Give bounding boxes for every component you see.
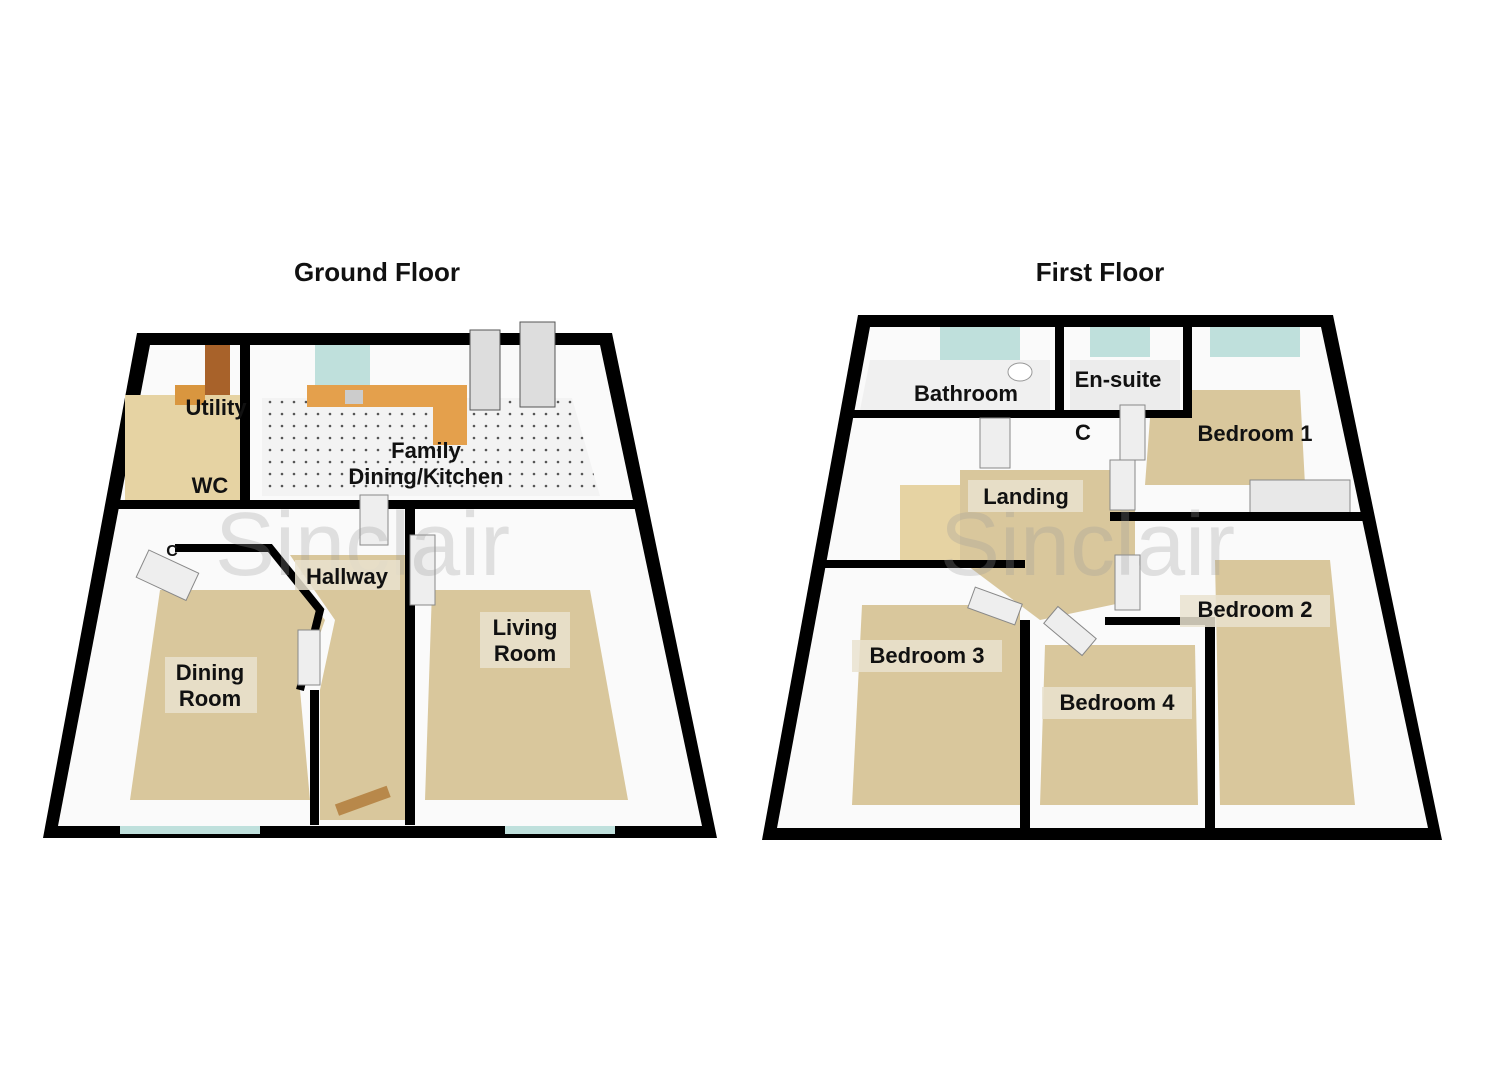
bedroom3-floor (852, 605, 1020, 805)
living-door[interactable] (409, 534, 436, 606)
ensuite-door[interactable] (1119, 404, 1146, 461)
ground-floor-title: Ground Floor (294, 257, 460, 287)
back-door[interactable] (205, 345, 230, 395)
bed4-bed2-wall (1205, 617, 1215, 835)
kitchen-island (433, 385, 467, 445)
bedroom4-floor (1040, 645, 1198, 805)
ensuite-bed1-wall (1183, 318, 1192, 418)
bed3-bed4-wall (1020, 620, 1030, 835)
bed1-bed2-wall (1110, 512, 1365, 521)
room-label-kitchen-line2: Dining/Kitchen (348, 464, 503, 489)
kitchen-door[interactable] (359, 494, 389, 546)
room-label-landing: Landing (983, 484, 1069, 509)
bath-landing-wall (850, 410, 1185, 418)
bathroom-floor (860, 360, 1050, 410)
dining-window (120, 826, 260, 834)
dining-hall-wall (310, 690, 319, 825)
first-floor-title: First Floor (1036, 257, 1165, 287)
ensuite-window (1090, 327, 1150, 357)
room-label-bedroom2: Bedroom 2 (1198, 597, 1313, 622)
room-label-ensuite: En-suite (1075, 367, 1162, 392)
dining-label-bg (165, 657, 257, 713)
dining-door[interactable] (297, 629, 321, 686)
patio-door-left[interactable] (469, 329, 501, 411)
landing-bed3-wall (825, 560, 1025, 568)
cupboard-door[interactable] (135, 549, 200, 602)
room-label-kitchen-line1: Family (391, 438, 461, 463)
front-door[interactable] (334, 785, 391, 816)
bedroom1-window (1210, 327, 1300, 357)
room-label-cupboard: C (166, 543, 178, 560)
room-label-dining-line2: Room (179, 686, 241, 711)
hallway-floor (290, 555, 405, 820)
bedroom3-door[interactable] (967, 586, 1023, 626)
room-label-living-line2: Room (494, 641, 556, 666)
bedroom1-door[interactable] (1109, 459, 1136, 511)
bedroom4-door[interactable] (1043, 605, 1097, 657)
bedroom4-label-bg (1042, 687, 1192, 719)
bedroom2-label-bg (1180, 595, 1330, 627)
ensuite-floor (1070, 360, 1180, 410)
utility-worktop (175, 385, 205, 405)
bed4-top-wall (1105, 617, 1210, 625)
room-label-cupboard-first: C (1075, 420, 1091, 445)
living-window (505, 826, 615, 834)
kitchen-floor (262, 398, 600, 496)
room-label-bedroom3: Bedroom 3 (870, 643, 985, 668)
hall-living-wall (405, 505, 415, 825)
room-label-bathroom: Bathroom (914, 381, 1018, 406)
room-label-bedroom4: Bedroom 4 (1060, 690, 1176, 715)
first-stairs (900, 485, 960, 560)
room-label-bedroom1: Bedroom 1 (1198, 421, 1313, 446)
room-label-hallway: Hallway (306, 564, 389, 589)
kitchen-window (315, 345, 370, 385)
hallway-label-bg (295, 560, 400, 590)
living-room-floor (425, 590, 628, 800)
bathroom-door[interactable] (979, 417, 1011, 469)
room-label-utility: Utility (185, 395, 247, 420)
stairs (125, 395, 240, 500)
wardrobe[interactable] (1249, 479, 1351, 516)
room-label-dining-line1: Dining (176, 660, 244, 685)
landing-label-bg (968, 480, 1083, 512)
first-floor-plan: First Floor Sinc (762, 257, 1442, 840)
ground-floor-plan: Ground Floor (43, 257, 717, 838)
bedroom3-label-bg (852, 640, 1002, 672)
room-label-wc: WC (192, 473, 229, 498)
utility-kitchen-wall (240, 345, 250, 500)
patio-door-right[interactable] (519, 321, 556, 408)
bedroom2-door[interactable] (1114, 554, 1141, 611)
living-label-bg (480, 612, 570, 668)
bath-ensuite-wall (1055, 318, 1064, 418)
bedroom1-floor (1145, 390, 1305, 485)
basin (1007, 362, 1033, 382)
bathroom-window (940, 327, 1020, 362)
sink (345, 390, 363, 404)
room-label-living-line1: Living (493, 615, 558, 640)
